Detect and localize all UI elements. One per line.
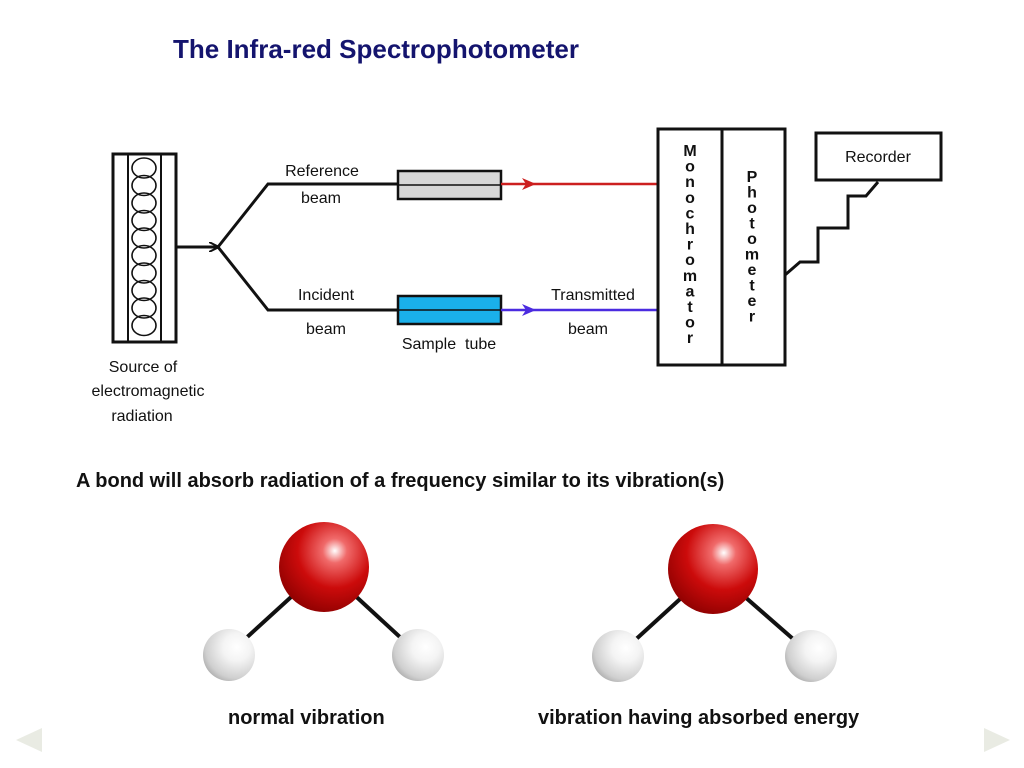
water-molecule-normal — [203, 522, 444, 681]
source-label-line3: radiation — [111, 408, 172, 425]
coil-loop — [131, 192, 157, 214]
slide-title: The Infra-red Spectrophotometer — [173, 34, 579, 64]
monochromator-letter: a — [686, 283, 695, 300]
monochromator-letter: o — [685, 190, 695, 207]
incident-beam-label-line2: beam — [306, 321, 346, 338]
photometer-letter: r — [749, 309, 755, 326]
monochromator-letter: o — [685, 159, 695, 176]
coil-loop — [131, 174, 157, 197]
monochromator-letter: h — [685, 221, 695, 238]
coil-loop — [131, 244, 157, 267]
monochromator-letter: o — [685, 315, 695, 332]
oxygen-atom — [668, 524, 758, 614]
photometer-letter: P — [747, 169, 758, 186]
reference-beam-output — [501, 178, 658, 190]
monochromator-letter: r — [687, 237, 693, 254]
monochromator-letter: t — [687, 299, 693, 316]
coil-loop — [131, 314, 157, 337]
incident-beam-label-line1: Incident — [298, 287, 355, 304]
reference-beam-label-line1: Reference — [285, 163, 359, 180]
coil-loop — [131, 157, 157, 179]
monochromator-letter: c — [686, 205, 695, 222]
radiation-source — [111, 152, 178, 344]
reference-beam-label-line2: beam — [301, 190, 341, 207]
source-label-line2: electromagnetic — [92, 383, 205, 400]
coil-loop — [131, 297, 157, 319]
photometer-letter: o — [747, 200, 757, 217]
source-label-line1: Source of — [109, 359, 178, 376]
hydrogen-atom — [392, 629, 444, 681]
coil-loop — [131, 209, 157, 232]
photometer-letter: h — [747, 185, 757, 202]
photometer-letter: t — [749, 216, 755, 233]
coil-icon — [131, 157, 157, 337]
sample-tube — [396, 294, 503, 326]
recorder-trace — [784, 181, 880, 277]
transmitted-beam-label-line1: Transmitted — [551, 287, 635, 304]
coil-loop — [131, 227, 157, 249]
recorder-label: Recorder — [845, 149, 911, 166]
photometer-letter: e — [748, 293, 757, 310]
absorbed-vibration-caption: vibration having absorbed energy — [538, 707, 860, 729]
arrow-left-icon — [16, 728, 42, 752]
photometer-letter: e — [748, 262, 757, 279]
coil-loop — [131, 262, 157, 284]
monochromator-letter: o — [685, 252, 695, 269]
photometer-letter: t — [749, 278, 755, 295]
oxygen-atom — [279, 522, 369, 612]
water-molecule-excited — [592, 524, 837, 682]
hydrogen-atom — [592, 630, 644, 682]
absorption-statement: A bond will absorb radiation of a freque… — [76, 470, 725, 492]
reference-cell — [396, 169, 503, 201]
monochromator-letter: M — [683, 143, 696, 160]
sample-tube-label: Sample tube — [402, 336, 496, 353]
transmitted-beam — [501, 304, 658, 316]
monochromator-letter: r — [687, 330, 693, 347]
normal-vibration-caption: normal vibration — [228, 707, 385, 729]
transmitted-beam-label-line2: beam — [568, 321, 608, 338]
previous-slide-button[interactable] — [14, 727, 44, 753]
monochromator-letter: n — [685, 174, 695, 191]
hydrogen-atom — [203, 629, 255, 681]
monochromator-letter: m — [683, 268, 697, 285]
hydrogen-atom — [785, 630, 837, 682]
beam-splitter-paths — [176, 182, 398, 312]
coil-loop — [131, 279, 157, 302]
next-slide-button[interactable] — [982, 727, 1012, 753]
recorder: Recorder — [814, 131, 943, 182]
photometer-letter: m — [745, 247, 759, 264]
photometer-letter: o — [747, 231, 757, 248]
arrow-right-icon — [984, 728, 1010, 752]
